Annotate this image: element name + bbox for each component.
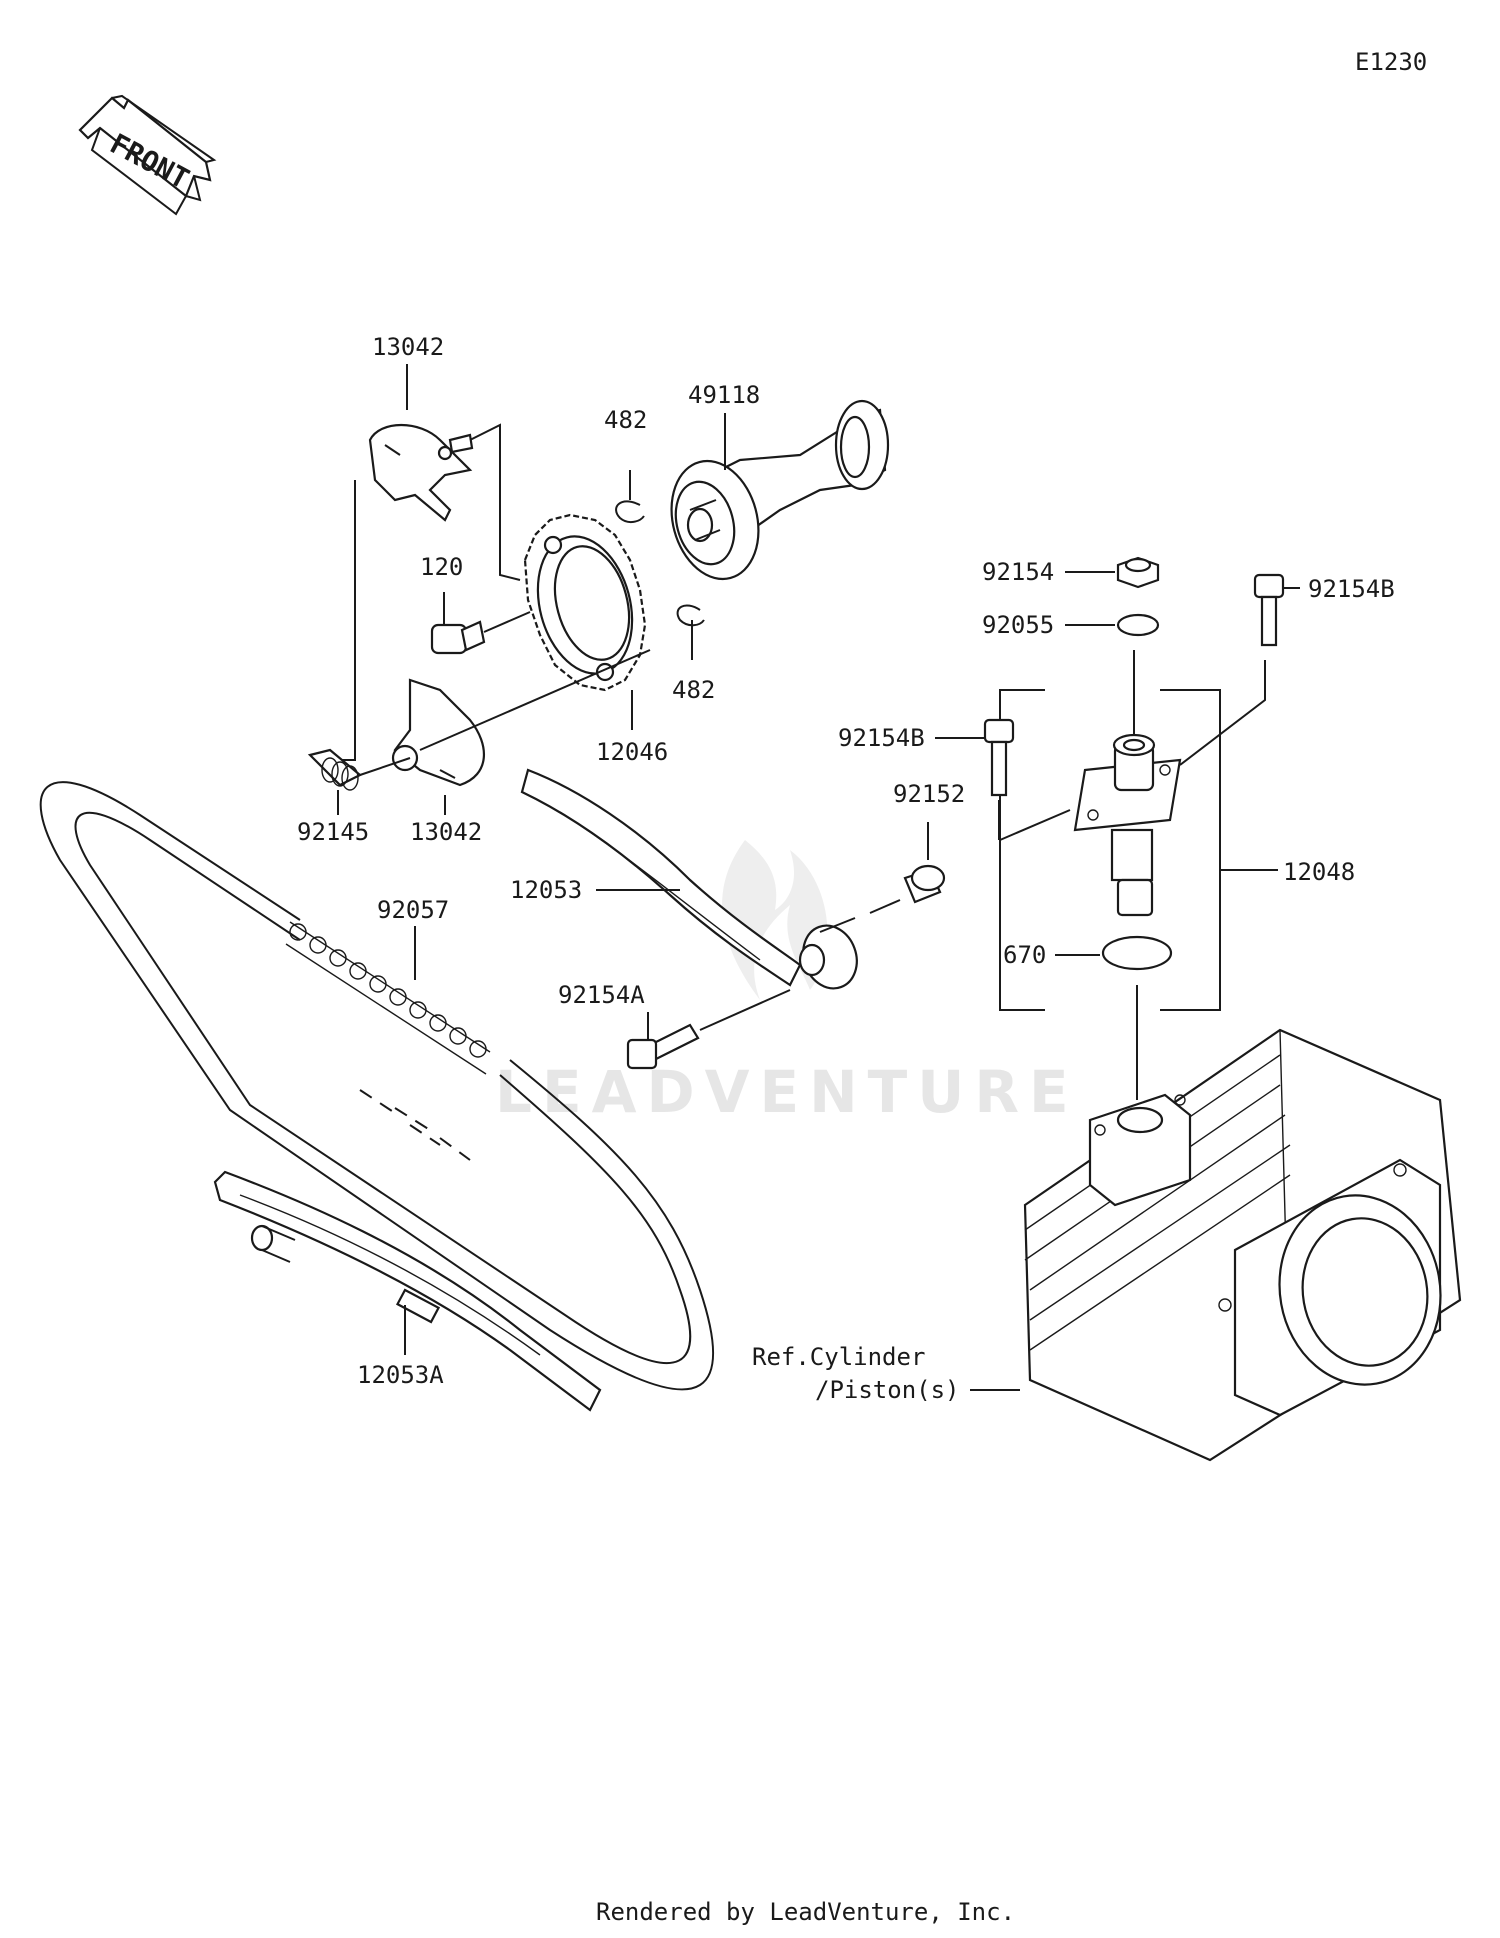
chain-guide-12053 <box>520 768 858 990</box>
camshaft-49118 <box>670 399 890 581</box>
diagram-code: E1230 <box>1355 48 1427 76</box>
circlip-482-bottom <box>676 604 705 627</box>
callout-120: 120 <box>420 553 463 581</box>
callout-12053: 12053 <box>510 876 582 904</box>
cylinder-block <box>970 1028 1462 1462</box>
bolt-92154B-right <box>1253 573 1285 647</box>
o-ring-92055 <box>1116 613 1160 637</box>
decomp-weight-13042-top <box>368 423 521 581</box>
decomp-weight-13042-bottom <box>340 480 651 787</box>
callout-49118: 49118 <box>688 381 760 409</box>
reference-line-1: Ref.Cylinder <box>752 1343 925 1371</box>
credit-text: Rendered by LeadVenture, Inc. <box>596 1898 1015 1926</box>
callout-92154B-left: 92154B <box>838 724 925 752</box>
callout-482-top: 482 <box>604 406 647 434</box>
bolt-92154A <box>626 989 791 1070</box>
leader-lines <box>337 364 1300 1355</box>
callout-13042-bottom: 13042 <box>410 818 482 846</box>
watermark-text: LEADVENTURE <box>495 1058 1079 1126</box>
callout-670: 670 <box>1003 941 1046 969</box>
cap-bolt-92154 <box>1116 556 1160 589</box>
reference-line-2: /Piston(s) <box>815 1376 960 1404</box>
callout-92057: 92057 <box>377 896 449 924</box>
callout-12046: 12046 <box>596 738 668 766</box>
callout-92154: 92154 <box>982 558 1054 586</box>
callout-12048: 12048 <box>1283 858 1355 886</box>
pin-92152 <box>819 864 946 933</box>
chain-guide-12053A <box>213 1170 602 1412</box>
cam-chain <box>39 781 715 1391</box>
cam-sprocket-12046 <box>523 513 647 692</box>
front-arrow-icon: FRONT <box>78 94 217 216</box>
callout-92154B-right: 92154B <box>1308 575 1395 603</box>
spring-92145 <box>307 748 411 791</box>
callout-92145: 92145 <box>297 818 369 846</box>
o-ring-670 <box>1101 935 1173 971</box>
bolt-120 <box>430 611 531 655</box>
callout-13042-top: 13042 <box>372 333 444 361</box>
circlip-482-top <box>615 500 645 524</box>
callout-92152: 92152 <box>893 780 965 808</box>
callout-12053A: 12053A <box>357 1361 444 1389</box>
callout-92055: 92055 <box>982 611 1054 639</box>
callout-92154A: 92154A <box>558 981 645 1009</box>
tensioner-12048 <box>999 650 1266 1011</box>
bolt-92154B-left <box>983 718 1015 840</box>
callout-482-bottom: 482 <box>672 676 715 704</box>
